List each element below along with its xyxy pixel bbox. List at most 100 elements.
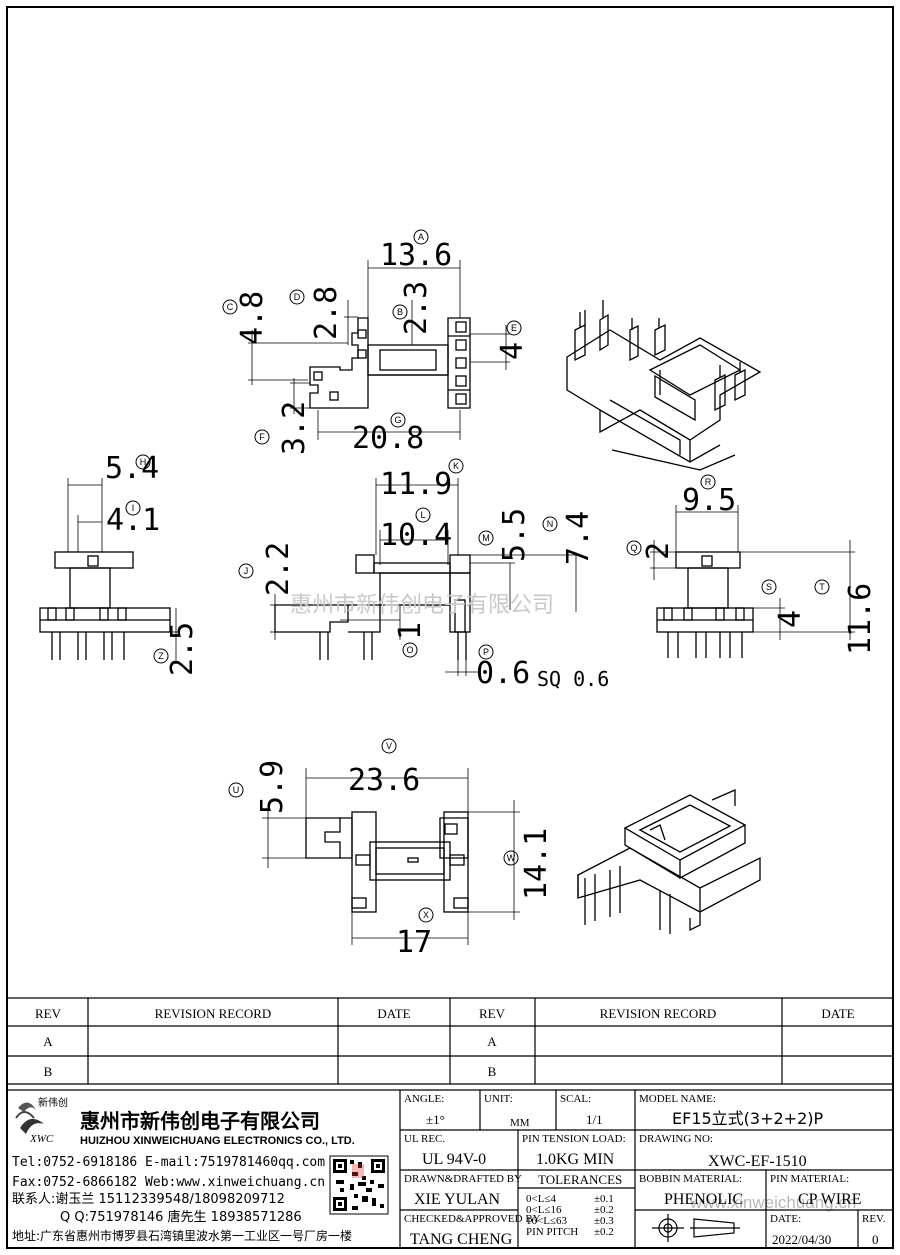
isometric-view-2 bbox=[577, 789, 761, 934]
dim-A: 13.6 bbox=[380, 238, 452, 273]
isometric-view-1 bbox=[566, 300, 762, 471]
svg-text:V: V bbox=[386, 741, 392, 751]
svg-text:H: H bbox=[140, 457, 147, 467]
logo-text: 新伟创 bbox=[38, 1096, 68, 1109]
svg-text:I: I bbox=[132, 503, 135, 513]
dim-L: 10.4 bbox=[380, 518, 452, 553]
dim-U: 5.9 bbox=[255, 760, 290, 814]
drawn-value: XIE YULAN bbox=[414, 1191, 501, 1208]
angle-value: ±1° bbox=[426, 1112, 445, 1127]
dim-T: 11.6 bbox=[843, 583, 878, 655]
svg-text:Q: Q bbox=[630, 543, 637, 553]
bobbin-value: PHENOLIC bbox=[664, 1191, 743, 1208]
rev-row-a-left: A bbox=[43, 1034, 53, 1049]
svg-text:T: T bbox=[819, 582, 825, 592]
dim-I: 4.1 bbox=[106, 503, 160, 538]
dim-Q: 2 bbox=[641, 542, 676, 560]
dim-Z: 2.5 bbox=[165, 622, 200, 676]
dim-M: 5.5 bbox=[497, 508, 532, 562]
unit-label: UNIT: bbox=[484, 1093, 513, 1105]
bottom-view-dims: 23.6 5.9 14.1 17 bbox=[255, 760, 554, 960]
svg-text:W: W bbox=[507, 853, 516, 863]
svg-text:E: E bbox=[511, 323, 517, 333]
top-view-balloon-letters: ACD BEF G bbox=[227, 232, 517, 442]
rev-header-1: REV bbox=[35, 1006, 62, 1021]
dim-K: 11.9 bbox=[380, 467, 452, 502]
rev-header-5: REVISION RECORD bbox=[600, 1006, 717, 1021]
company-tel: Tel:0752-6918186 E-mail:7519781460qq.com bbox=[12, 1155, 325, 1170]
svg-text:Z: Z bbox=[158, 651, 164, 661]
rev-row-b-left: B bbox=[44, 1064, 53, 1079]
dim-D: 2.8 bbox=[309, 286, 344, 340]
svg-text:G: G bbox=[394, 415, 401, 425]
tolerances-label: TOLERANCES bbox=[538, 1172, 622, 1187]
svg-text:F: F bbox=[259, 432, 265, 442]
tol-value-3: ±0.3 bbox=[594, 1215, 614, 1227]
ul-value: UL 94V-0 bbox=[422, 1151, 486, 1168]
side-view-left-balloons bbox=[125, 454, 169, 664]
svg-text:A: A bbox=[418, 232, 424, 242]
tol-value-4: ±0.2 bbox=[594, 1226, 614, 1238]
svg-text:K: K bbox=[453, 461, 459, 471]
dim-P-note: SQ 0.6 bbox=[537, 667, 609, 691]
svg-text:O: O bbox=[406, 645, 413, 655]
pin-tension-label: PIN TENSION LOAD: bbox=[522, 1133, 626, 1145]
svg-text:R: R bbox=[705, 477, 712, 487]
svg-text:X: X bbox=[423, 910, 429, 920]
revision-table-text: REV REVISION RECORD DATE REV REVISION RE… bbox=[35, 1006, 855, 1079]
date-label: DATE: bbox=[770, 1213, 801, 1225]
dim-X: 17 bbox=[396, 925, 432, 960]
dim-E: 4 bbox=[495, 342, 530, 360]
drawing-no-value: XWC-EF-1510 bbox=[708, 1153, 807, 1170]
model-value: EF15立式(3+2+2)P bbox=[672, 1109, 824, 1128]
rev-value: 0 bbox=[872, 1232, 879, 1247]
dim-P: 0.6 bbox=[476, 656, 530, 691]
svg-text:P: P bbox=[483, 647, 489, 657]
checked-value: TANG CHENG bbox=[410, 1231, 513, 1248]
revision-table bbox=[7, 997, 893, 1085]
model-label: MODEL NAME: bbox=[639, 1093, 716, 1105]
drawn-label: DRAWN&DRAFTED BY bbox=[404, 1173, 522, 1185]
dim-V: 23.6 bbox=[348, 763, 420, 798]
rev-row-b-right: B bbox=[488, 1064, 497, 1079]
pin-material-label: PIN MATERIAL: bbox=[770, 1173, 849, 1185]
tol-range-1: 0<L≤4 bbox=[526, 1193, 556, 1205]
svg-text:U: U bbox=[233, 785, 240, 795]
front-view-center-dims: 11.9 10.4 5.5 7.4 2.2 1 0.6 SQ 0.6 bbox=[261, 467, 609, 691]
side-view-right-balloons bbox=[626, 474, 830, 595]
rev-header-2: REVISION RECORD bbox=[155, 1006, 272, 1021]
rev-row-a-right: A bbox=[487, 1034, 497, 1049]
pin-material-value: CP WIRE bbox=[798, 1191, 862, 1208]
dim-S: 4 bbox=[773, 610, 808, 628]
checked-label: CHECKED&APPROVED BY bbox=[404, 1213, 541, 1225]
svg-text:B: B bbox=[397, 307, 403, 317]
side-view-right-balloon-letters: RQS T bbox=[630, 477, 825, 592]
svg-text:D: D bbox=[294, 292, 301, 302]
svg-text:M: M bbox=[482, 533, 490, 543]
dim-C: 4.8 bbox=[235, 291, 270, 345]
company-name-en: HUIZHOU XINWEICHUANG ELECTRONICS CO., LT… bbox=[80, 1135, 355, 1147]
title-block-grid bbox=[7, 1089, 893, 1248]
pin-tension-value: 1.0KG MIN bbox=[536, 1151, 615, 1168]
front-view-center-balloon-letters: KLM NJO P bbox=[244, 461, 554, 657]
rev-label: REV. bbox=[862, 1213, 886, 1225]
scal-value: 1/1 bbox=[586, 1112, 603, 1127]
watermark-text: 惠州市新伟创电子有限公司 bbox=[290, 593, 554, 618]
tol-range-4: PIN PITCH bbox=[526, 1226, 578, 1238]
watermark-url: www.xinweichuang.cn bbox=[689, 1193, 856, 1212]
top-view-balloons bbox=[222, 229, 522, 445]
bottom-view bbox=[262, 768, 520, 945]
angle-label: ANGLE: bbox=[404, 1093, 444, 1105]
dim-R: 9.5 bbox=[682, 483, 736, 518]
svg-text:J: J bbox=[244, 566, 249, 576]
svg-text:N: N bbox=[547, 519, 554, 529]
company-name-cn: 惠州市新伟创电子有限公司 bbox=[80, 1109, 320, 1133]
top-view-dims: 13.6 20.8 4.8 2.8 2.3 4 3.2 bbox=[235, 238, 530, 456]
dim-F: 3.2 bbox=[277, 401, 312, 455]
side-view-left-balloon-letters: H I Z bbox=[132, 457, 165, 661]
dim-G: 20.8 bbox=[352, 421, 424, 456]
side-view-left bbox=[39, 478, 180, 660]
dim-H: 5.4 bbox=[105, 451, 159, 486]
company-contact: 联系人:谢玉兰 15112339548/18098209712 bbox=[12, 1191, 285, 1207]
company-qq: Q Q:751978146 唐先生 18938571286 bbox=[60, 1209, 302, 1225]
